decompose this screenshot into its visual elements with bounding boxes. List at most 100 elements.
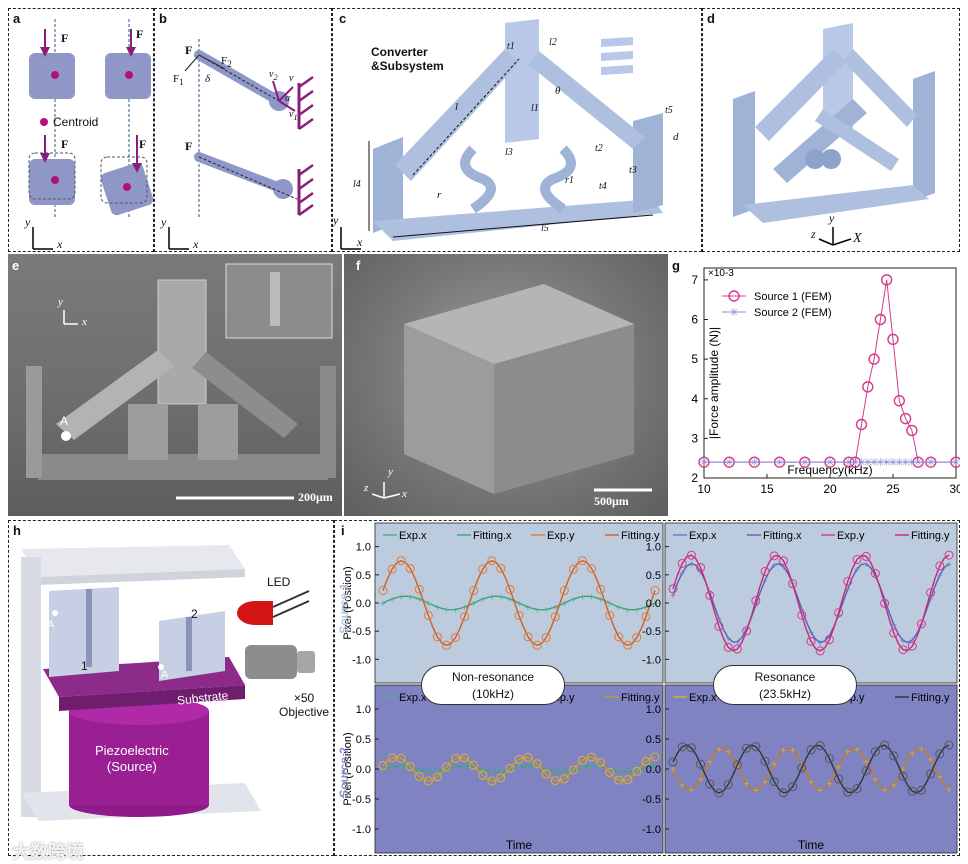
exp-point-x: +: [589, 762, 595, 773]
exp-point-y: [414, 584, 424, 594]
legend-label: Exp.x: [689, 692, 717, 704]
panel-c: c Converter&Subsystem t1 l2 θ l1 t5 l l3…: [332, 8, 702, 252]
data-point-source-1: [862, 381, 874, 393]
exp-point-y: [523, 752, 533, 762]
data-point-source-2: ✳: [857, 457, 866, 469]
exp-point-x: +: [854, 565, 860, 576]
exp-point-x: +: [398, 593, 404, 604]
data-point-source-1: [874, 313, 887, 326]
exp-point-x: +: [552, 768, 558, 779]
axis-x: x: [82, 316, 87, 328]
dim-t1: t1: [507, 41, 515, 52]
exp-point-y: [541, 633, 551, 643]
exp-point-x: +: [498, 768, 504, 779]
alpha-label: α: [285, 93, 291, 104]
exp-point-x: +: [498, 593, 504, 604]
data-point-source-2: ✳: [926, 457, 935, 469]
panel-b: b F F F1 F2 δ v2 v v1 α y x: [154, 8, 332, 252]
panel-f: f 500μm z y x: [344, 254, 668, 516]
data-point-source-1: [906, 424, 918, 437]
force-label: F: [139, 137, 147, 151]
exp-point-x: +: [872, 775, 878, 786]
y-tick-label: 1.0: [356, 704, 371, 716]
panel-a: a F F F F Centroid y x: [8, 8, 154, 252]
exp-point-x: +: [882, 595, 888, 606]
exp-point-x: +: [489, 593, 495, 604]
exp-point-y: [935, 749, 945, 759]
axis-y: y: [333, 213, 339, 227]
panel-d: d z y X: [702, 8, 960, 252]
legend-label: Fitting.y: [621, 692, 660, 704]
exp-point-y: [650, 752, 660, 762]
exp-point-x: +: [561, 768, 567, 779]
exp-point-x: +: [882, 786, 888, 797]
exp-point-y: [861, 551, 871, 561]
exp-point-y: [861, 766, 871, 776]
exp-point-y: [451, 754, 461, 764]
data-point-source-2: ✳: [951, 457, 960, 469]
exp-point-x: +: [891, 781, 897, 792]
subplot-frame: [374, 684, 664, 854]
exp-point-x: +: [534, 605, 540, 616]
exp-point-x: +: [688, 786, 694, 797]
exp-point-x: +: [799, 605, 805, 616]
mark-2: 2: [191, 607, 198, 621]
exp-point-y: [478, 564, 488, 574]
exp-point-x: +: [652, 599, 658, 610]
exp-point-x: +: [808, 628, 814, 639]
exp-point-x: +: [918, 744, 924, 755]
exp-point-y: [460, 753, 470, 763]
exp-point-y: [550, 612, 560, 622]
y-tick-label: -0.5: [642, 794, 661, 806]
exp-point-x: +: [826, 632, 832, 643]
dim-r: r: [437, 189, 442, 201]
row-label-source-1: Source 1: [337, 583, 351, 634]
exp-point-x: +: [679, 781, 685, 792]
exp-point-y: [751, 596, 761, 606]
v2-label: v2: [269, 69, 278, 82]
exp-point-y: [405, 762, 415, 772]
y-axis-label: Pixel (Position): [342, 732, 354, 805]
exp-point-y: [705, 590, 715, 600]
exp-point-x: +: [891, 621, 897, 632]
exp-point-y: [723, 642, 733, 652]
exp-point-x: +: [607, 599, 613, 610]
sem-micrograph-unit: [26, 263, 336, 500]
exp-point-y: [532, 640, 542, 650]
exp-point-y: [732, 760, 742, 770]
exp-point-x: +: [471, 599, 477, 610]
subplot-frame: [664, 684, 958, 854]
exp-point-x: +: [389, 763, 395, 774]
exp-point-y: [843, 576, 853, 586]
axis-x: x: [357, 235, 363, 249]
fitting-curve: [672, 554, 950, 652]
exp-point-x: +: [444, 605, 450, 616]
exp-point-x: +: [652, 762, 658, 773]
exp-point-y: [778, 556, 788, 566]
fitting-curve: [382, 756, 656, 782]
mark-a2: A: [161, 669, 169, 681]
exp-point-x: +: [643, 764, 649, 775]
legend-label: Fitting.y: [621, 530, 660, 542]
exp-point-y: [898, 645, 908, 655]
legend-marker: [728, 290, 740, 302]
force-label: F: [61, 31, 69, 45]
exp-point-x: +: [716, 615, 722, 626]
exp-point-y: [441, 640, 451, 650]
y-tick-label: -0.5: [352, 626, 371, 638]
exp-point-x: +: [516, 763, 522, 774]
data-point-source-2: ✳: [725, 457, 734, 469]
exp-point-x: +: [771, 561, 777, 572]
data-point-source-2: ✳: [876, 457, 885, 469]
y-tick-label: 5: [691, 352, 698, 366]
exp-point-y: [742, 626, 752, 636]
data-point-source-1: [855, 418, 868, 431]
legend-label: Exp.y: [837, 530, 865, 542]
x-tick-label: 15: [760, 482, 774, 496]
fitting-curve: [672, 744, 950, 794]
exp-point-x: +: [909, 749, 915, 760]
point-a-label: A: [60, 414, 69, 428]
data-point-source-1: [880, 274, 893, 286]
